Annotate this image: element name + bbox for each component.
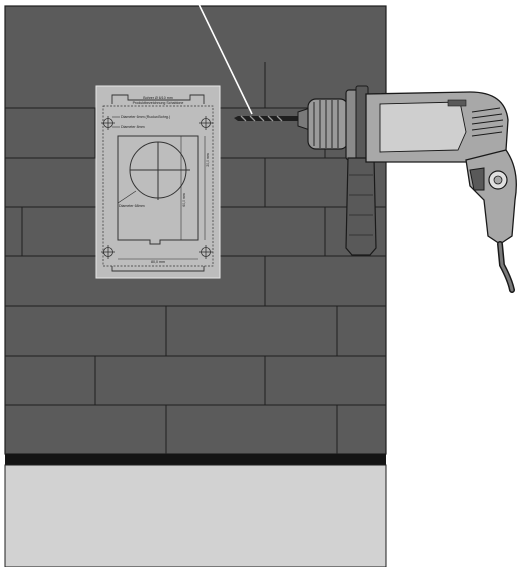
- dim-width: 80,0 mm: [151, 260, 165, 264]
- floor: [4, 454, 387, 567]
- template-header-line1: Bohrer Ø 6/10 mm: [143, 96, 173, 100]
- leader-line: [196, 0, 253, 115]
- dim-height-right: 20,0 mm: [206, 153, 210, 166]
- label-cutout: Diameter 68mm: [119, 204, 145, 208]
- dim-height-left: 60,0 mm: [182, 193, 186, 206]
- drilling-template: Bohrer Ø 6/10 mm Produktbezeichnung Scha…: [95, 85, 221, 279]
- power-drill-icon: [234, 85, 517, 293]
- brick-wall: [4, 5, 387, 455]
- crosshair-icon: [101, 116, 213, 259]
- center-crosshair-icon: [129, 141, 190, 200]
- drill-bit: [234, 115, 300, 122]
- template-header-line2: Produktbezeichnung Schablone: [133, 101, 184, 105]
- label-drill-a: Diameter 6mm (Ruckw.Bohrg.): [121, 115, 170, 119]
- label-drill-b: Diameter 8mm: [121, 125, 145, 129]
